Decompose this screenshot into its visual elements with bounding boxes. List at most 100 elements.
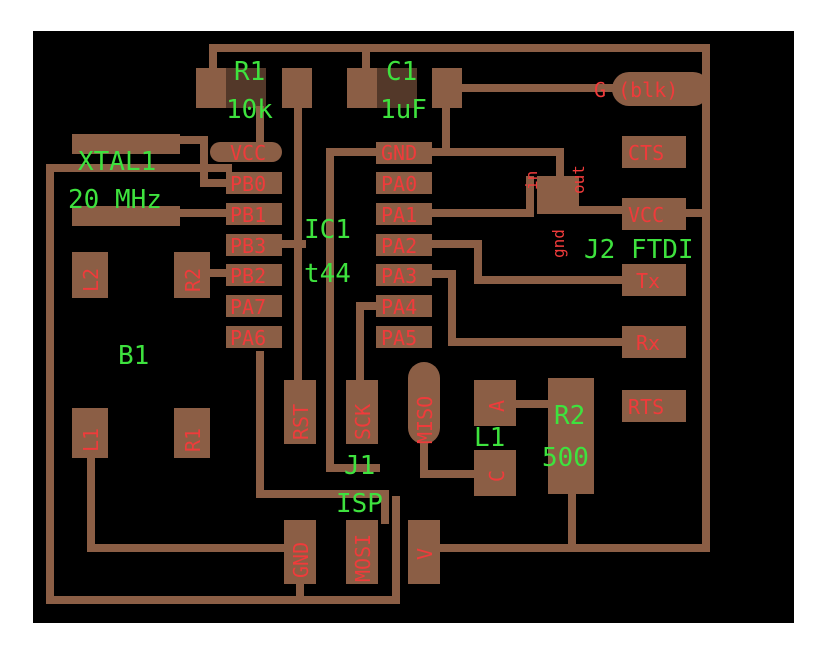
r1-ref: R1 xyxy=(234,57,265,87)
ic1-pad-pa2 xyxy=(376,234,432,256)
isp-pad-rst xyxy=(284,380,316,444)
isp-label-v: V xyxy=(413,548,437,560)
ic1-pad-pb0 xyxy=(226,172,282,194)
pin-label-pa3: PA3 xyxy=(381,264,417,288)
switch-label-in: in xyxy=(522,171,541,190)
trace-pa2-tx xyxy=(428,240,634,284)
switch-pad xyxy=(537,176,579,214)
trace-miso-led xyxy=(420,436,480,478)
c1-value: 1uF xyxy=(380,95,427,125)
trace-pa1-switch xyxy=(428,176,534,217)
isp-pad-mosi xyxy=(346,520,378,584)
r1-pad-body xyxy=(226,68,266,108)
ic1-pad-vcc xyxy=(210,142,282,162)
copper-pads xyxy=(72,68,710,584)
trace-gnd-j1 xyxy=(326,148,382,472)
ic1-ref: IC1 xyxy=(304,215,351,245)
button-pad-l2 xyxy=(72,252,108,298)
c1-ref: C1 xyxy=(386,57,417,87)
ftdi-label-cts: CTS xyxy=(628,141,664,165)
button-pad-r2 xyxy=(174,252,210,298)
l1-ref: L1 xyxy=(474,423,505,453)
b1-ref: B1 xyxy=(118,341,149,371)
trace-outer-left xyxy=(46,164,400,604)
pin-label-vcc: VCC xyxy=(230,141,266,165)
c1-pad-right xyxy=(432,68,462,108)
button-label-l2: L2 xyxy=(79,268,103,292)
isp-pin-labels: RST SCK MISO GND MOSI V xyxy=(289,396,437,582)
ic1-left-pin-labels: VCC PB0 PB1 PB3 PB2 PA7 PA6 xyxy=(230,141,266,350)
pin-label-pb3: PB3 xyxy=(230,234,266,258)
ftdi-label-tx: Tx xyxy=(636,269,660,293)
xtal1-pad-top xyxy=(72,134,180,154)
button-label-r2: R2 xyxy=(181,268,205,292)
ftdi-label-rts: RTS xyxy=(628,395,664,419)
button-label-l1: L1 xyxy=(79,428,103,452)
r2-value: 500 xyxy=(542,443,589,473)
trace-l1-gnd xyxy=(87,451,289,552)
r2-ref: R2 xyxy=(554,401,585,431)
r1-pad-right xyxy=(282,68,312,108)
trace-pa3-rx xyxy=(428,270,634,346)
ftdi-pad-vcc xyxy=(622,198,686,230)
isp-pad-gnd xyxy=(284,520,316,584)
ftdi-pin-labels: G (blk) CTS VCC Tx Rx RTS xyxy=(594,78,678,419)
ftdi-pad-tx xyxy=(622,264,686,296)
pin-label-pa5: PA5 xyxy=(381,326,417,350)
ic1-pad-pb3 xyxy=(226,234,282,256)
j1-value: ISP xyxy=(336,489,383,519)
ftdi-pad-rts xyxy=(622,390,686,422)
copper-traces xyxy=(46,44,710,604)
ftdi-pad-cts xyxy=(622,136,686,168)
switch-label-out: out xyxy=(569,165,588,194)
button-label-r1: R1 xyxy=(181,428,205,452)
pin-label-gnd: GND xyxy=(381,141,417,165)
isp-label-rst: RST xyxy=(289,404,313,440)
isp-label-sck: SCK xyxy=(351,404,375,440)
xtal1-ref: XTAL1 xyxy=(78,147,156,177)
isp-pad-sck xyxy=(346,380,378,444)
r1-pad-left xyxy=(196,68,226,108)
r1-value: 10k xyxy=(226,95,273,125)
xtal1-value: 20 MHz xyxy=(68,185,162,215)
pin-label-pa4: PA4 xyxy=(381,295,417,319)
ic1-pad-pb2 xyxy=(226,264,282,286)
isp-label-mosi: MOSI xyxy=(351,534,375,582)
led-pad-a xyxy=(474,380,516,426)
pin-label-pa7: PA7 xyxy=(230,295,266,319)
component-labels: R1 10k C1 1uF XTAL1 20 MHz IC1 t44 B1 J1… xyxy=(68,57,694,519)
j2-ref: J2 FTDI xyxy=(584,235,694,265)
led-label-a: A xyxy=(485,400,509,412)
pin-label-pb2: PB2 xyxy=(230,264,266,288)
trace-pa4-sck xyxy=(356,302,382,384)
ic1-pad-pa3 xyxy=(376,264,432,286)
led-pad-labels: A C xyxy=(485,400,509,482)
trace-top-ring xyxy=(209,44,710,552)
ic1-pad-pa5 xyxy=(376,326,432,348)
pin-label-pa6: PA6 xyxy=(230,326,266,350)
led-pad-c xyxy=(474,450,516,496)
ic1-right-pin-labels: GND PA0 PA1 PA2 PA3 PA4 PA5 xyxy=(381,141,417,350)
ic1-pad-pb1 xyxy=(226,203,282,225)
isp-pad-miso xyxy=(408,362,440,444)
button-pad-labels: L2 R2 L1 R1 xyxy=(79,268,205,452)
c1-pad-left xyxy=(347,68,377,108)
j1-ref: J1 xyxy=(344,451,375,481)
ftdi-label-gnd: G (blk) xyxy=(594,78,678,102)
trace-pa6-mosi xyxy=(256,351,389,524)
pin-label-pa1: PA1 xyxy=(381,203,417,227)
isp-pad-v xyxy=(408,520,440,584)
xtal1-pad-bottom xyxy=(72,206,180,226)
c1-pad-body xyxy=(377,68,417,108)
ftdi-pad-gnd xyxy=(612,72,710,106)
trace-xtal-pb0 xyxy=(176,136,232,187)
button-pad-l1 xyxy=(72,408,108,458)
ic1-pad-pa0 xyxy=(376,172,432,194)
switch-labels: in out gnd xyxy=(522,165,588,258)
ic1-pad-pa1 xyxy=(376,203,432,225)
ic1-pad-pa4 xyxy=(376,295,432,317)
pin-label-pa2: PA2 xyxy=(381,234,417,258)
ftdi-label-rx: Rx xyxy=(636,331,660,355)
switch-label-gnd: gnd xyxy=(549,229,568,258)
